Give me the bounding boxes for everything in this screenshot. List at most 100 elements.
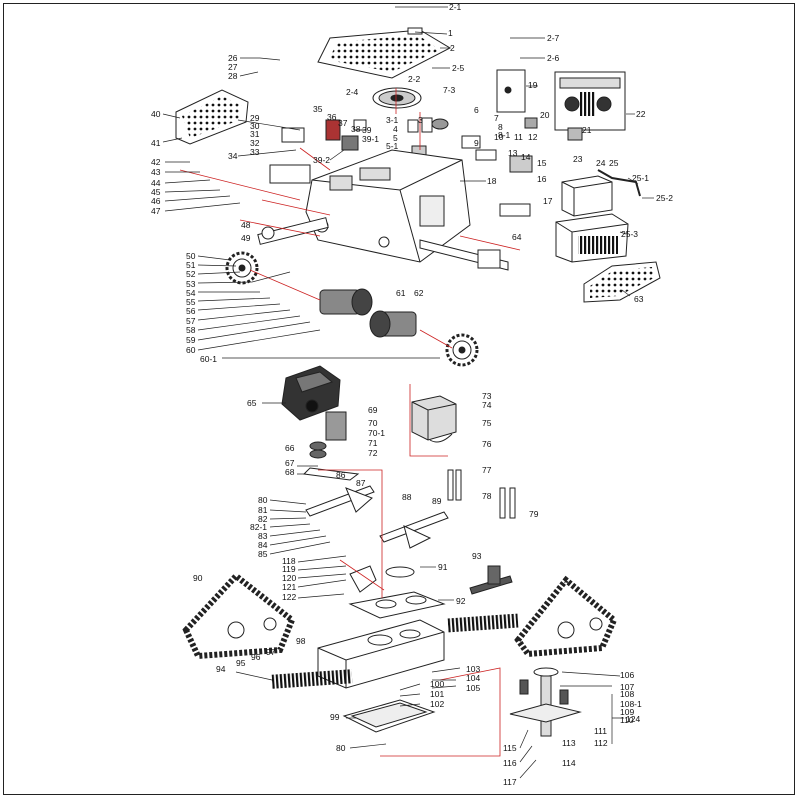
part-label: 66 [285,443,295,453]
part-label: 33 [250,147,260,157]
part-label: 2-4 [346,87,359,97]
part-label: 111 [594,726,607,736]
part-label: 2-6 [547,53,560,63]
support-posts [447,469,516,519]
part-label: 26 [228,53,238,63]
part-label: 5 [393,133,398,143]
part-label: 77 [482,465,492,475]
part-label: 28 [228,71,238,81]
part-label: 51 [186,260,196,270]
part-label: 84 [258,540,268,550]
part-label: 112 [594,738,608,748]
part-label: 25-1 [632,173,650,183]
part-label: 60-1 [200,354,218,364]
part-label: 22 [636,109,646,119]
part-label: 82-1 [250,522,268,532]
right-mesh-panel [583,261,661,303]
part-label: 55 [186,297,196,307]
part-label: 46 [151,196,161,206]
part-label: 12 [528,132,538,142]
center-hardware [407,117,583,217]
part-label: 73 [482,391,492,401]
part-label: 57 [186,316,196,326]
part-label: 65 [247,398,257,408]
part-label: 100 [430,679,445,689]
part-label: 34 [228,151,238,161]
part-label: 21 [582,125,592,135]
part-label: 75 [482,418,492,428]
part-label: 29 [250,113,260,123]
part-label: 42 [151,157,161,167]
part-label: 41 [151,138,161,148]
part-label: 70-1 [368,428,386,438]
part-label: 59 [186,335,196,345]
part-label: 20 [540,110,550,120]
rear-panel [554,71,626,131]
diagram-frame [3,3,795,795]
part-label: 39-1 [362,134,380,144]
tray-99 [342,699,436,733]
part-label: 109 [620,707,635,717]
part-label: 121 [282,582,297,592]
part-label: 69 [368,405,378,415]
part-label: 47 [151,206,161,216]
suspension-arms [305,485,449,549]
part-label: 62 [414,288,424,298]
part-label: 122 [282,592,297,602]
part-label: 35 [313,104,323,114]
part-label: 25-3 [621,229,639,239]
part-label: 24 [596,158,606,168]
part-label: 86 [336,470,346,480]
right-sprocket [445,333,479,367]
part-label: 56 [186,306,196,316]
battery-box-25-3 [555,213,629,263]
part-label: 3-1 [386,115,399,125]
part-label: 95 [236,658,246,668]
part-label: 70 [368,418,378,428]
part-label: 101 [430,689,445,699]
part-label: 10 [494,132,504,142]
part-label: 124 [626,714,641,724]
part-label: 83 [258,531,268,541]
part-label: 9 [474,138,479,148]
part-label: 96 [251,652,261,662]
part-label: 93 [472,551,482,561]
part-label: 103 [466,664,481,674]
part-label: 92 [456,596,466,606]
part-label: 27 [228,62,238,72]
part-label: 114 [562,758,576,768]
part-label: 63 [634,294,644,304]
part-label: 39 [362,125,372,135]
part-label: 2-1 [449,2,462,12]
part-label: 19 [528,80,538,90]
part-label: 37 [338,118,348,128]
part-label: 88 [402,492,412,502]
part-label: 64 [512,232,522,242]
left-sprocket [225,251,259,285]
part-label: 36 [327,112,337,122]
part-label: 58 [186,325,196,335]
part-label: 8 [498,122,503,132]
part-label: 38 [351,124,361,134]
part-label: 1 [448,28,453,38]
part-label: 80 [336,743,346,753]
part-label: 105 [466,683,481,693]
part-label: 49 [241,233,251,243]
part-label: 68 [285,467,295,477]
bracket-121 [349,565,377,593]
part-label: 119 [282,564,296,574]
part-label: 78 [482,491,492,501]
part-label: 87 [356,478,366,488]
part-label: 30 [250,121,260,131]
part-label: 2-2 [408,74,421,84]
right-rail [419,239,509,271]
part-label: 45 [151,187,161,197]
ring-91 [385,566,415,578]
part-label: 80 [258,495,268,505]
part-label: 52 [186,269,196,279]
fuel-tank [411,395,457,443]
part-label: 110 [620,715,634,725]
left-mesh-panel [175,89,249,145]
part-label: 8-1 [498,130,511,140]
